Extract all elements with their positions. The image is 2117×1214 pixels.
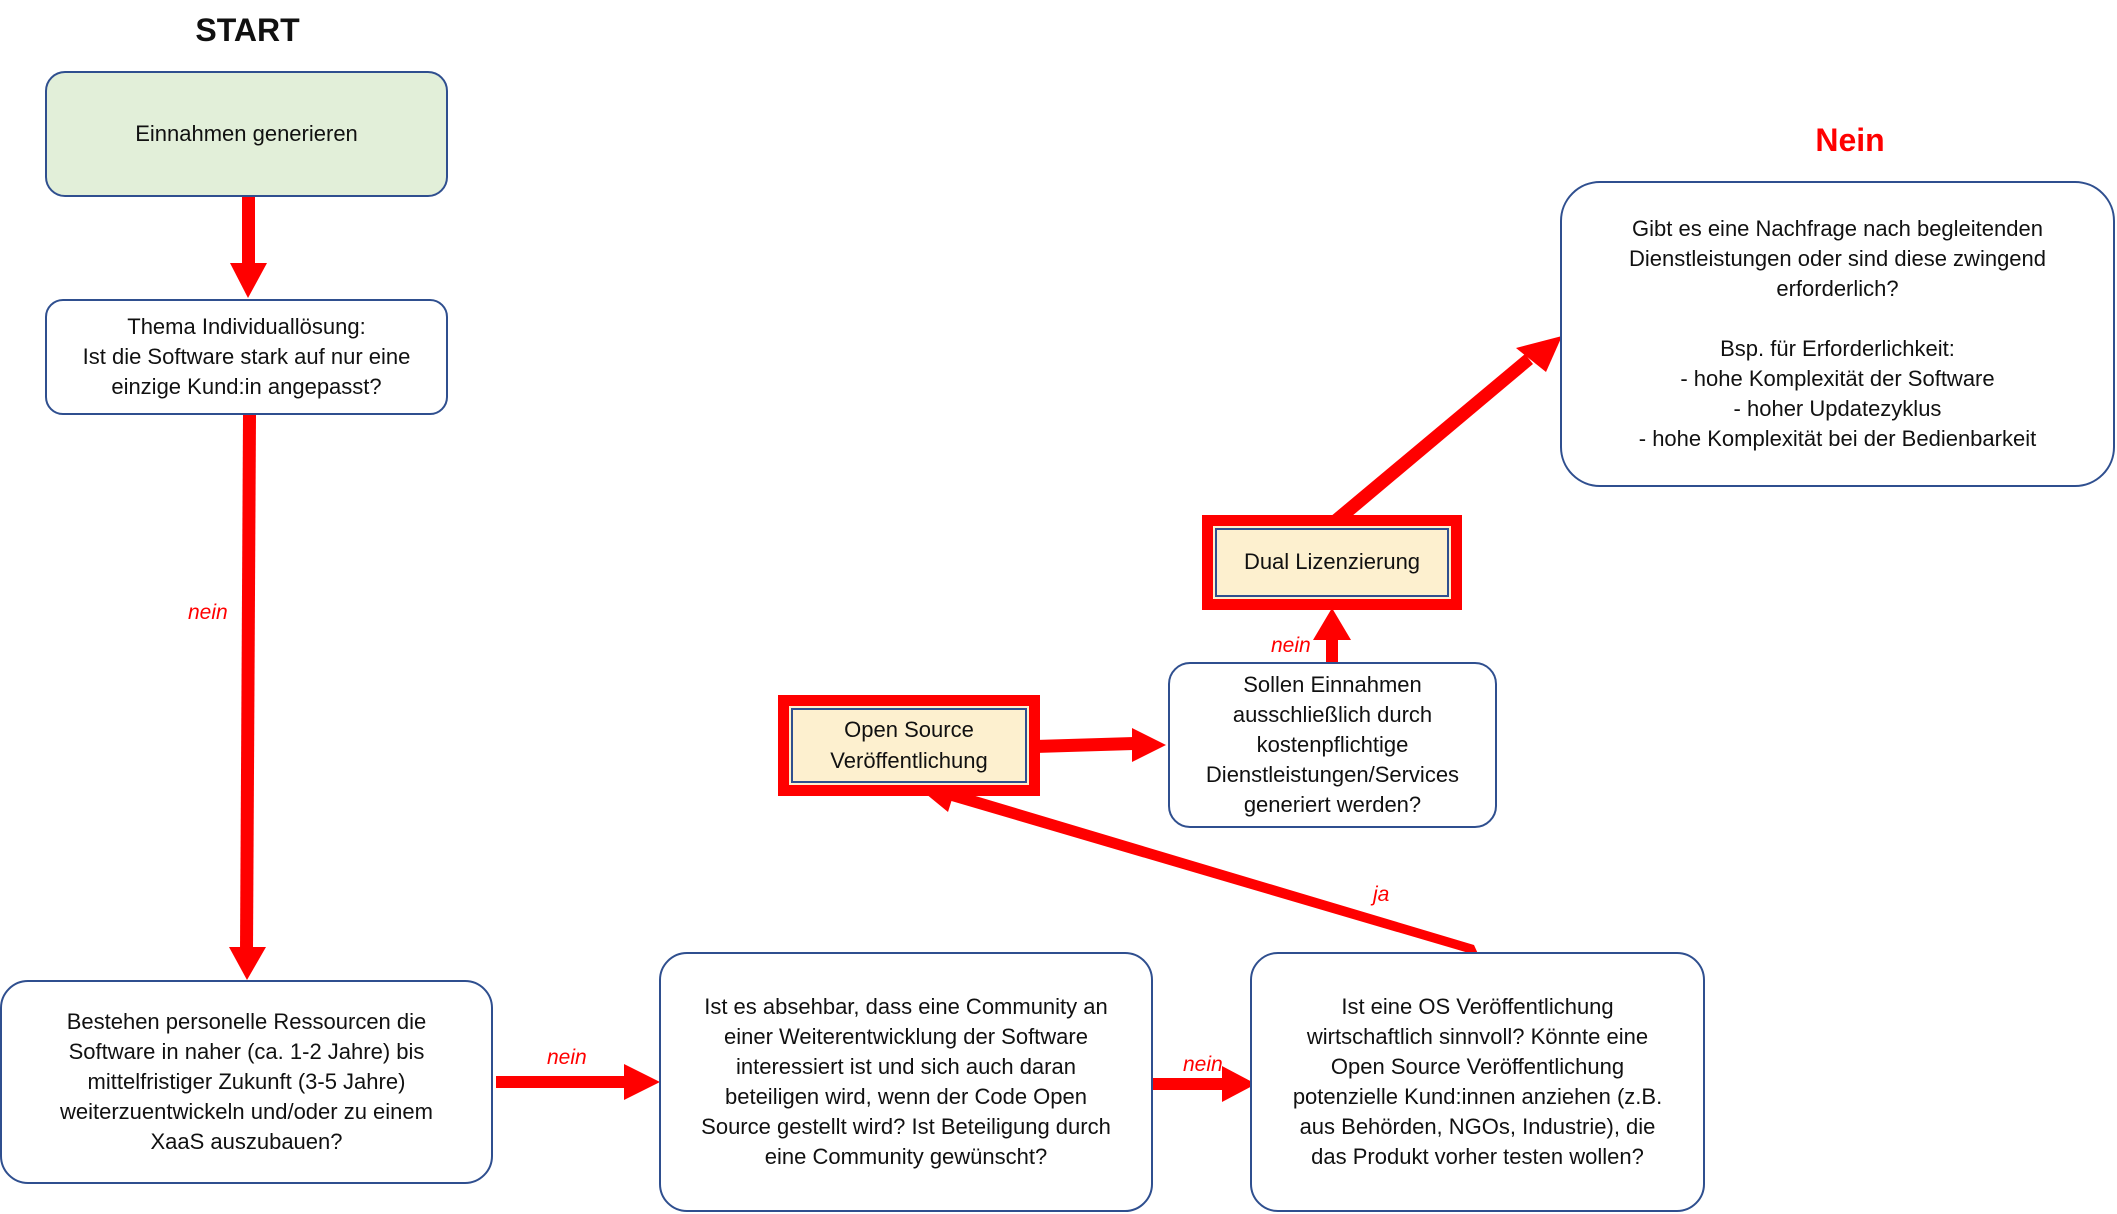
arrow-ressourcen-to-community xyxy=(496,1064,660,1100)
node-individualloesung: Thema Individuallösung: Ist die Software… xyxy=(45,299,448,415)
node-label: Einnahmen generieren xyxy=(135,120,358,146)
node-einnahmen-services: Sollen Einnahmen ausschließlich durch ko… xyxy=(1168,662,1497,828)
node-label: Ist es absehbar, dass eine Community an … xyxy=(701,993,1111,1170)
node-label: Dual Lizenzierung xyxy=(1243,549,1421,575)
node-label: Open Source Veröffentlichung xyxy=(830,717,988,773)
arrow-dual-to-nachfrage xyxy=(1330,336,1562,527)
node-label: Sollen Einnahmen ausschließlich durch ko… xyxy=(1205,671,1460,818)
arrow-community-to-os xyxy=(1152,1066,1256,1102)
node-dual-lizenzierung: Dual Lizenzierung xyxy=(1202,515,1462,610)
node-label: Thema Individuallösung: Ist die Software… xyxy=(82,313,411,400)
edge-label-ja-os: ja xyxy=(1373,883,1390,906)
node-label: Gibt es eine Nachfrage nach begleitenden… xyxy=(1628,215,2047,452)
node-einnahmen-generieren: Einnahmen generieren xyxy=(45,71,448,197)
arrow-services-to-dual xyxy=(1313,608,1351,664)
arrow-opensource-to-services xyxy=(1035,728,1166,762)
edge-label-nein-ressourcen: nein xyxy=(547,1046,587,1069)
node-os-wirtschaftlich: Ist eine OS Veröffentlichung wirtschaftl… xyxy=(1250,952,1705,1212)
edge-label-nein-services: nein xyxy=(1271,634,1311,657)
node-community: Ist es absehbar, dass eine Community an … xyxy=(659,952,1153,1212)
node-label: Bestehen personelle Ressourcen die Softw… xyxy=(60,1008,433,1155)
nein-heading: Nein xyxy=(1815,122,1885,158)
edge-label-nein-individual: nein xyxy=(188,601,228,624)
edge-label-nein-community: nein xyxy=(1183,1053,1223,1076)
node-nachfrage-dienstleistungen: Gibt es eine Nachfrage nach begleitenden… xyxy=(1560,181,2115,487)
node-label: Ist eine OS Veröffentlichung wirtschaftl… xyxy=(1292,993,1663,1170)
arrow-einnahmen-to-individual xyxy=(230,197,267,298)
start-heading: START xyxy=(195,12,300,48)
node-personelle-ressourcen: Bestehen personelle Ressourcen die Softw… xyxy=(0,980,493,1184)
node-open-source-veroeffentlichung: Open Source Veröffentlichung xyxy=(778,695,1040,796)
arrow-individual-to-ressourcen xyxy=(229,415,266,980)
